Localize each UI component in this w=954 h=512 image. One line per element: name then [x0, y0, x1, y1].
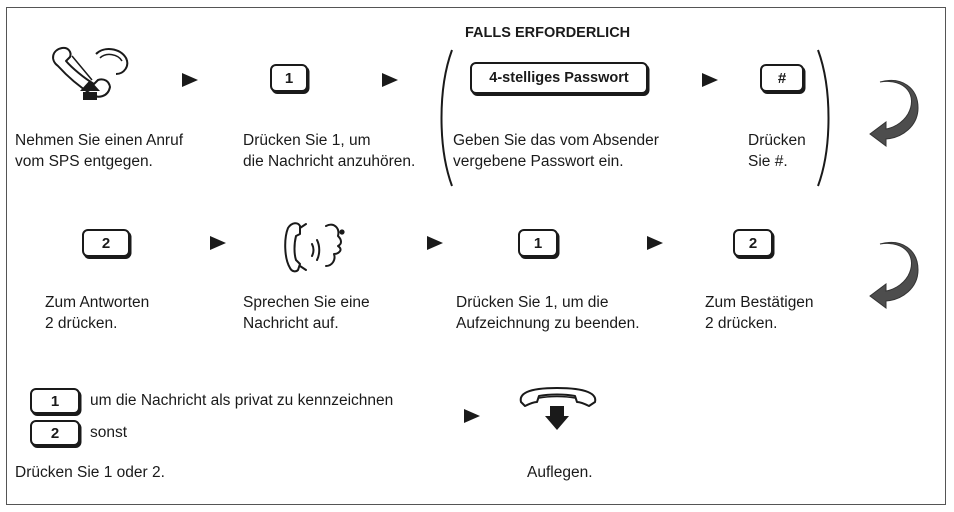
curved-return-arrow-icon: [869, 242, 919, 309]
key-1: 1: [518, 229, 558, 257]
arrow-right-icon: [464, 409, 480, 423]
curved-return-arrow-icon: [869, 80, 919, 147]
arrow-right-icon: [427, 236, 443, 250]
key-2: 2: [82, 229, 130, 257]
key-2: 2: [733, 229, 773, 257]
phone-pickup-icon: [52, 46, 129, 100]
arrow-right-icon: [702, 73, 718, 87]
key-1: 1: [270, 64, 308, 92]
option-otherwise-label: sonst: [90, 424, 128, 441]
speaking-person-icon: [284, 222, 345, 273]
key-hash: #: [760, 64, 804, 92]
diagram-frame: [6, 7, 946, 505]
arrow-right-icon: [210, 236, 226, 250]
optional-heading: FALLS ERFORDERLICH: [465, 25, 631, 41]
arrow-right-icon: [182, 73, 198, 87]
right-bracket: [817, 49, 830, 187]
phone-hangup-icon: [519, 387, 597, 430]
caption-hangup: Auflegen.: [527, 464, 593, 481]
caption-press-1-or-2: Drücken Sie 1 oder 2.: [15, 464, 165, 481]
key-2: 2: [30, 420, 80, 446]
key-1: 1: [30, 388, 80, 414]
key-password: 4-stelliges Passwort: [470, 62, 648, 94]
arrow-right-icon: [382, 73, 398, 87]
option-private-label: um die Nachricht als privat zu kennzeich…: [90, 392, 394, 409]
arrow-right-icon: [647, 236, 663, 250]
left-bracket: [440, 49, 453, 187]
